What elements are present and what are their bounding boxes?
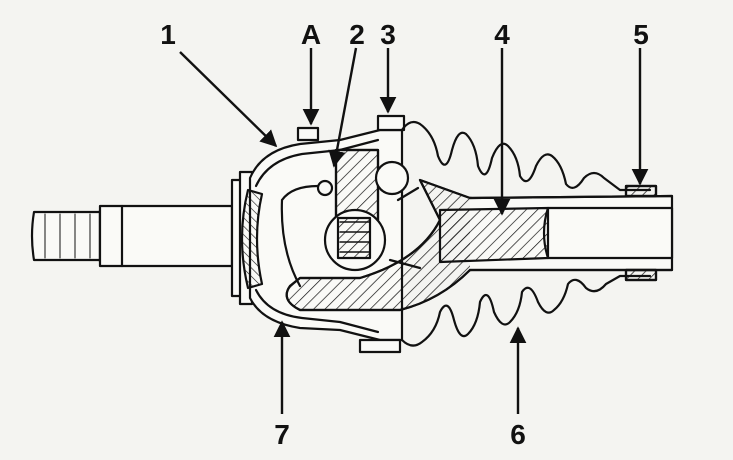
callout-4: 4	[494, 19, 510, 50]
callout-1: 1	[160, 19, 176, 50]
housing-inner-contour	[280, 184, 422, 288]
housing-lug	[296, 126, 320, 142]
splined-stub-shaft	[30, 204, 234, 268]
callout-3: 3	[380, 19, 396, 50]
drive-shaft	[438, 194, 674, 272]
small-boot-clamp	[624, 184, 658, 282]
callout-6: 6	[510, 419, 526, 450]
callout-7: 7	[274, 419, 290, 450]
large-boot-clamp	[358, 114, 406, 354]
callout-2: 2	[349, 19, 365, 50]
leader-1	[179, 51, 278, 148]
callout-A: A	[301, 19, 321, 50]
callout-5: 5	[633, 19, 649, 50]
leader-2	[328, 47, 358, 168]
leader-arrows	[179, 47, 649, 414]
protective-boot-bottom	[400, 274, 652, 347]
protective-boot-top	[400, 120, 652, 192]
ball-cage	[316, 148, 410, 272]
